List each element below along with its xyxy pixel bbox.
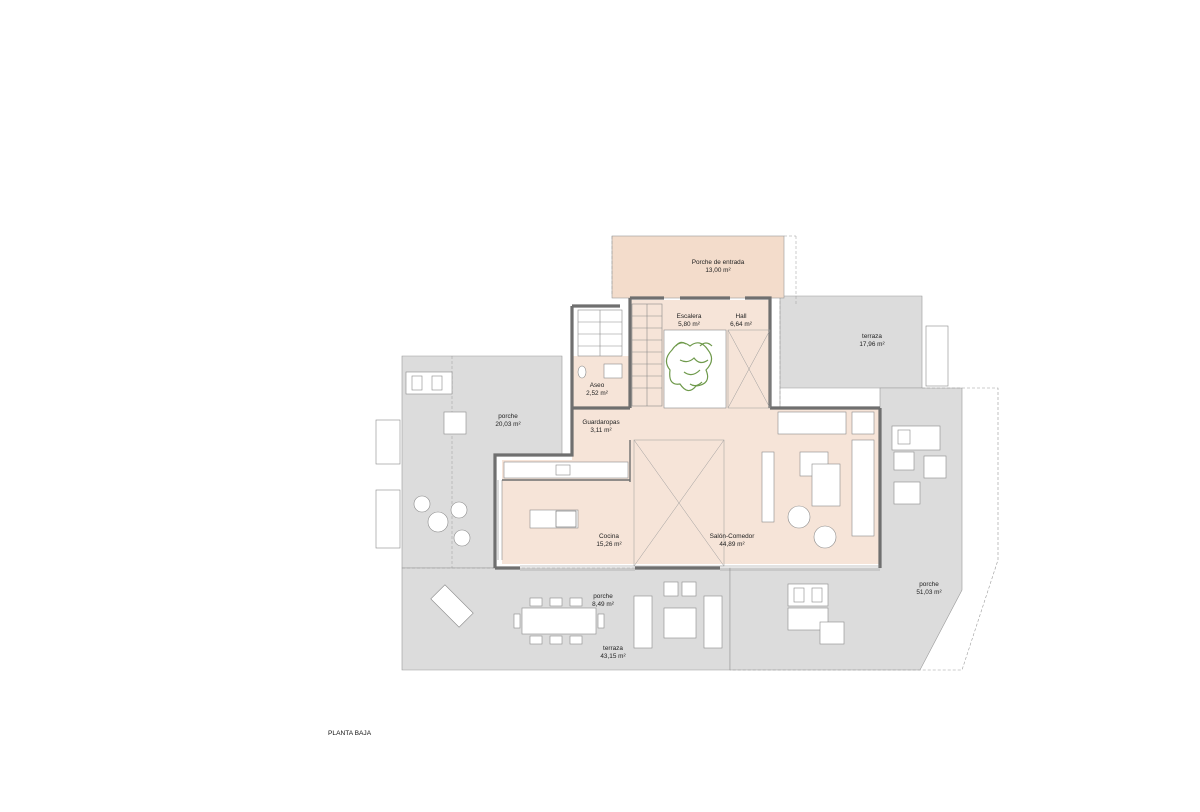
cabinet [851, 411, 875, 435]
window-lines [497, 480, 880, 571]
drawing-title: PLANTA BAJA [328, 730, 372, 737]
entry-porch [611, 235, 785, 299]
armchair-b [811, 463, 841, 507]
double-height-void [633, 329, 771, 567]
washbasin [603, 363, 623, 379]
railing-1 [375, 419, 401, 465]
lounger-south [430, 584, 474, 628]
sink [555, 464, 571, 476]
coffee-table-a [787, 505, 811, 529]
round-table [427, 511, 449, 533]
cooktop [555, 510, 577, 528]
sofa-s1 [633, 595, 653, 649]
courtyard-plants [665, 341, 713, 392]
partitions [502, 407, 631, 482]
railing-3 [925, 325, 949, 387]
sofa-back [777, 411, 847, 435]
exterior-steps [577, 309, 623, 357]
courtyard-garden [663, 329, 727, 409]
terrace-north-east [779, 295, 923, 408]
sofa-right [851, 439, 875, 537]
staircase [631, 303, 663, 407]
table-east [819, 621, 845, 645]
toilet [577, 365, 587, 379]
table-s [663, 607, 697, 639]
table-e2 [923, 455, 947, 479]
railing-2 [375, 489, 401, 549]
sofa-s2 [703, 595, 723, 649]
porch-outline-dashed [730, 387, 999, 671]
dining-table [521, 607, 597, 635]
tv-unit [761, 451, 775, 523]
furniture [375, 325, 949, 649]
coffee-table-b [813, 525, 837, 549]
side-table [443, 411, 467, 435]
